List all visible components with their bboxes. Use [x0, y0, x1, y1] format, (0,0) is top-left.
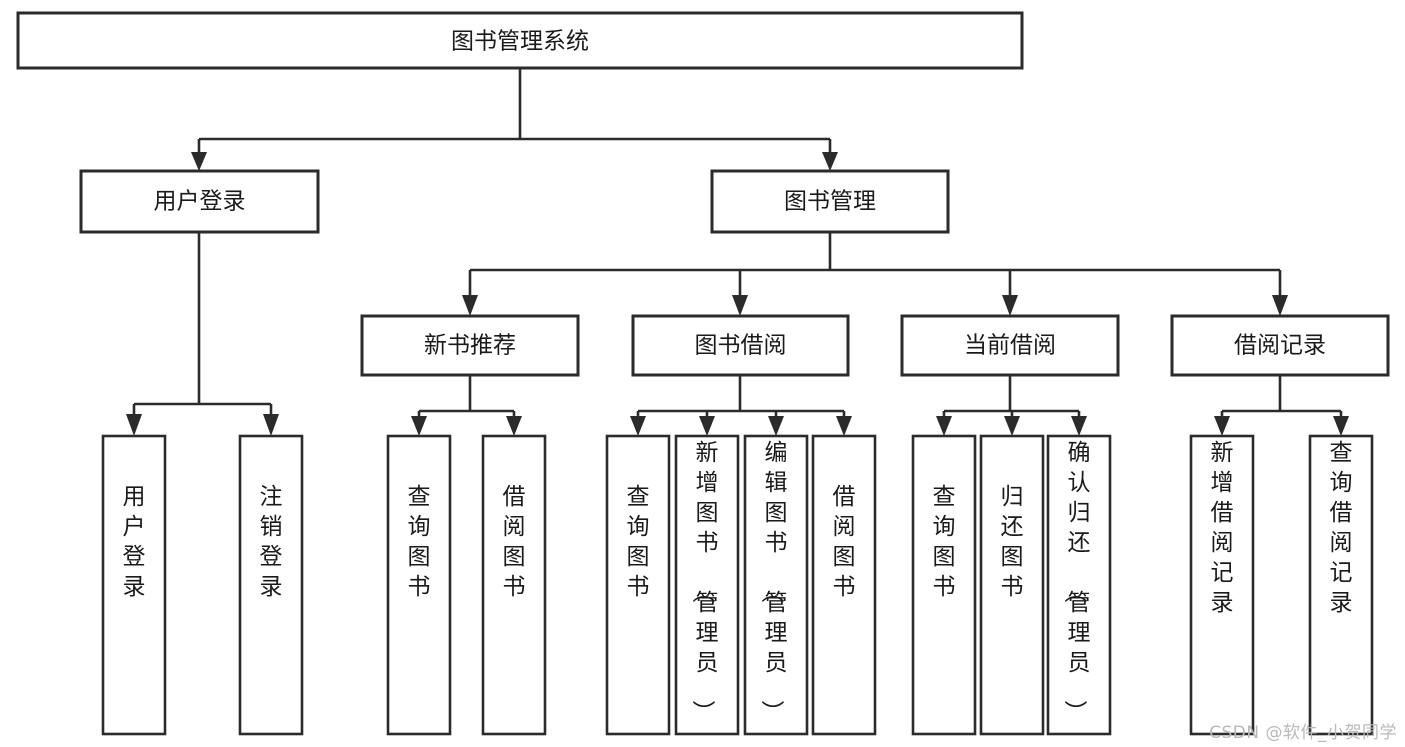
- node-label-leaf-edit-book: 编辑图书（管理员）: [759, 440, 788, 723]
- node-box-borrow-record[interactable]: [1170, 314, 1390, 377]
- node-label-leaf-query-book-3: 查询图书: [933, 484, 956, 600]
- arrow-head-leaf-query-book-3: [936, 416, 952, 436]
- arrow-head-leaf-borrow-book-1: [506, 416, 522, 436]
- node-label-leaf-query-book-2: 查询图书: [627, 484, 650, 600]
- node-label-current-borrow: 当前借阅: [964, 333, 1056, 359]
- node-label-leaf-query-record: 查询借阅记录: [1330, 440, 1353, 616]
- arrow-head-leaf-edit-book: [768, 416, 784, 436]
- node-box-leaf-query-book-1[interactable]: [386, 434, 452, 736]
- arrow-head-leaf-add-record: [1214, 416, 1230, 436]
- node-label-root: 图书管理系统: [451, 29, 589, 55]
- arrow-head-leaf-confirm-return: [1071, 416, 1087, 436]
- node-box-leaf-borrow-book-2[interactable]: [811, 434, 877, 736]
- arrow-head-leaf-query-book-1: [411, 416, 427, 436]
- node-box-leaf-edit-book[interactable]: [743, 434, 809, 736]
- node-label-new-book-rec: 新书推荐: [424, 333, 516, 359]
- node-box-leaf-query-record[interactable]: [1308, 434, 1374, 736]
- node-box-user-login[interactable]: [79, 169, 320, 234]
- node-box-leaf-query-book-3[interactable]: [911, 434, 977, 736]
- node-box-leaf-add-record[interactable]: [1189, 434, 1255, 736]
- arrow-head-book-manage: [822, 152, 838, 171]
- node-box-leaf-add-book[interactable]: [674, 434, 740, 736]
- node-box-book-borrow[interactable]: [631, 314, 850, 377]
- node-box-leaf-user-logout[interactable]: [238, 434, 304, 736]
- node-label-leaf-confirm-return: 确认归还（管理员）: [1062, 440, 1091, 723]
- node-box-leaf-query-book-2[interactable]: [605, 434, 671, 736]
- node-label-leaf-user-login: 用户登录: [123, 484, 146, 600]
- node-label-leaf-user-logout: 注销登录: [260, 484, 283, 600]
- node-label-book-borrow: 图书借阅: [695, 333, 787, 359]
- node-label-borrow-record: 借阅记录: [1234, 333, 1326, 359]
- arrow-head-borrowrecord: [1272, 295, 1288, 316]
- arrow-head-leaf-user-logout: [263, 414, 279, 436]
- node-label-leaf-add-record: 新增借阅记录: [1211, 440, 1234, 616]
- arrow-head-leaf-borrow-book-2: [836, 416, 852, 436]
- node-box-root[interactable]: [16, 11, 1024, 70]
- arrow-head-leaf-query-book-2: [630, 416, 646, 436]
- arrow-head-leaf-add-book: [699, 416, 715, 436]
- leaf-label-layer: 用户登录 注销登录 查询图书 借阅图书 查询图书 新增图书（管理员） 编辑图书（…: [123, 440, 1353, 723]
- leaf-node-layer: [101, 434, 1374, 736]
- arrow-head-newbook: [462, 295, 478, 316]
- node-layer: 图书管理系统 用户登录 图书管理 新书推荐 图书借阅 当前借阅 借阅记录: [16, 11, 1390, 377]
- arrow-head-leaf-user-login: [126, 414, 142, 436]
- node-box-leaf-return-book[interactable]: [979, 434, 1045, 736]
- arrow-head-currentborrow: [1002, 295, 1018, 316]
- arrow-head-bookborrow: [732, 295, 748, 316]
- node-label-leaf-query-book-1: 查询图书: [408, 484, 431, 600]
- node-label-leaf-borrow-book-1: 借阅图书: [503, 484, 526, 600]
- node-label-leaf-add-book: 新增图书（管理员）: [690, 440, 719, 723]
- node-label-book-manage: 图书管理: [784, 189, 876, 215]
- connector-layer: [126, 68, 1349, 436]
- arrow-head-leaf-return-book: [1004, 416, 1020, 436]
- node-box-book-manage[interactable]: [710, 169, 950, 234]
- node-label-leaf-return-book: 归还图书: [1001, 484, 1024, 600]
- node-box-leaf-borrow-book-1[interactable]: [481, 434, 547, 736]
- arrow-head-user-login: [191, 152, 207, 171]
- node-box-leaf-confirm-return[interactable]: [1046, 434, 1112, 736]
- node-label-leaf-borrow-book-2: 借阅图书: [833, 484, 856, 600]
- node-box-leaf-user-login[interactable]: [101, 434, 167, 736]
- arrow-head-leaf-query-record: [1333, 416, 1349, 436]
- node-box-new-book-rec[interactable]: [360, 314, 580, 377]
- node-label-user-login: 用户登录: [154, 189, 246, 215]
- node-box-current-borrow[interactable]: [900, 314, 1120, 377]
